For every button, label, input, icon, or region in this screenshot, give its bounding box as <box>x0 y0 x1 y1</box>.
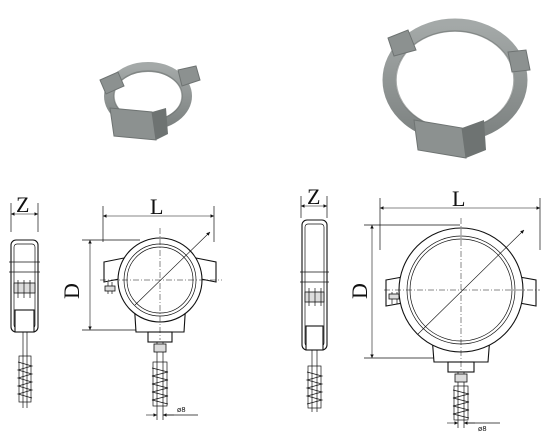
large-clamp-front-view: L D ø8 <box>347 186 541 432</box>
large-clamp-side-view: Z <box>300 184 329 412</box>
large-l-label: L <box>452 186 465 211</box>
small-clamp-photo <box>99 62 201 141</box>
small-clamp-side-view: Z <box>9 192 40 408</box>
large-rod-diameter-label: ø8 <box>478 425 487 432</box>
small-z-label: Z <box>16 192 29 217</box>
large-clamp-photo <box>382 18 531 159</box>
small-d-label: D <box>59 283 84 299</box>
small-clamp-front-view: L D ø8 <box>59 194 222 420</box>
small-rod-diameter-label: ø8 <box>177 406 186 414</box>
large-d-label: D <box>347 283 372 299</box>
large-z-label: Z <box>307 184 320 209</box>
small-l-label: L <box>150 194 163 219</box>
